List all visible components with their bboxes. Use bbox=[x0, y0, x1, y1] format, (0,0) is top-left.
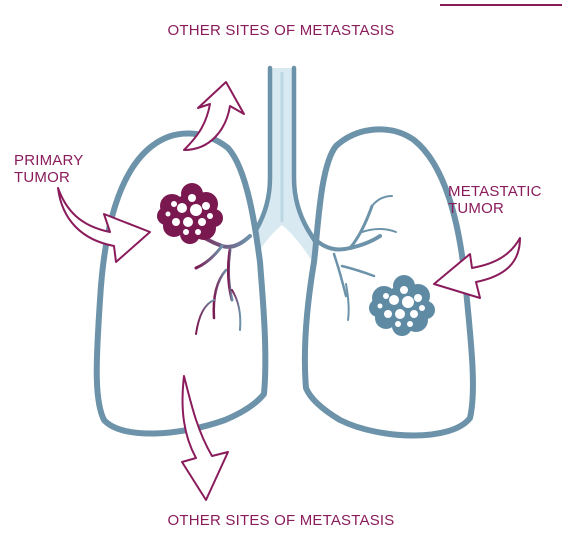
tumor-lobe bbox=[205, 209, 223, 227]
tumor-cell bbox=[383, 293, 389, 299]
tumor-cell bbox=[400, 286, 408, 294]
left-lung bbox=[97, 133, 266, 433]
tumor-cell bbox=[419, 305, 425, 311]
top-metastasis-label: OTHER SITES OF METASTASIS bbox=[0, 22, 562, 39]
tumor-cell bbox=[172, 218, 180, 226]
tumor-cell bbox=[410, 310, 418, 318]
tumor-cell bbox=[202, 202, 210, 210]
metastatic-label-line2: TUMOR bbox=[448, 200, 542, 217]
primary-tumor-label: PRIMARY TUMOR bbox=[14, 152, 83, 186]
primary-label-line1: PRIMARY bbox=[14, 152, 83, 169]
tumor-cell bbox=[395, 321, 401, 327]
tumor-cell bbox=[395, 309, 405, 319]
metastatic-tumor-label: METASTATIC TUMOR bbox=[448, 183, 542, 217]
tumor-lobe bbox=[417, 301, 435, 319]
tumor-cell bbox=[188, 194, 196, 202]
metastatic-label-line1: METASTATIC bbox=[448, 183, 542, 200]
tumor-cell bbox=[389, 295, 399, 305]
tumor-cell bbox=[195, 229, 201, 235]
tumor-cell bbox=[378, 304, 383, 309]
tumor-cell bbox=[198, 218, 206, 226]
tumor-cell bbox=[402, 296, 414, 308]
tumor-cell bbox=[384, 310, 392, 318]
tumor-cell bbox=[207, 213, 213, 219]
tumor-cell bbox=[190, 204, 202, 216]
tumor-cell bbox=[166, 212, 171, 217]
tumor-cell bbox=[183, 217, 193, 227]
tumor-cell bbox=[177, 203, 187, 213]
tumor-cell bbox=[407, 321, 413, 327]
tumor-cell bbox=[171, 201, 177, 207]
bottom-metastasis-label: OTHER SITES OF METASTASIS bbox=[0, 512, 562, 529]
primary-label-line2: TUMOR bbox=[14, 169, 83, 186]
tumor-cell bbox=[414, 294, 422, 302]
tumor-cell bbox=[183, 229, 189, 235]
